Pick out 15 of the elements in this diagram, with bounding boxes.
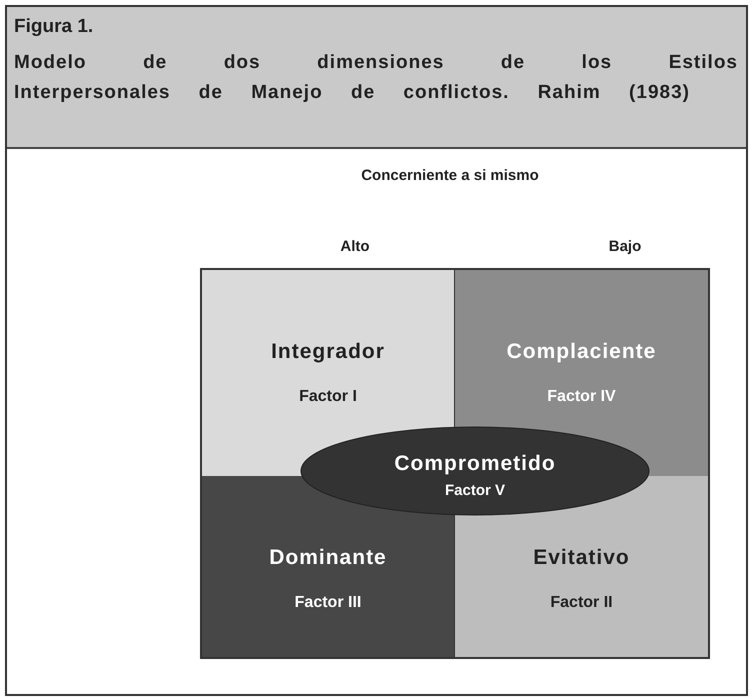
factor-label: Factor III	[294, 594, 362, 612]
axis-label: Bajo	[608, 238, 642, 255]
style-name: Evitativo	[532, 546, 631, 570]
factor-label: Factor V	[444, 482, 506, 499]
style-name: Dominante	[268, 546, 388, 570]
figure-title: Figura 1.	[14, 16, 94, 38]
factor-label: Factor IV	[546, 388, 617, 406]
axis-label: Alto	[339, 238, 371, 255]
factor-label: Factor I	[298, 388, 358, 406]
style-name: Comprometido	[393, 452, 557, 476]
style-name: Complaciente	[506, 340, 658, 364]
figure-caption: Modelo de dos dimensiones de los Estilos Interpersonales de Manejo de conflictos. Rahim (1983)	[14, 51, 738, 105]
factor-label: Factor II	[549, 594, 614, 612]
style-name: Integrador	[270, 340, 386, 364]
axis-title: Concerniente a si mismo	[360, 167, 540, 184]
